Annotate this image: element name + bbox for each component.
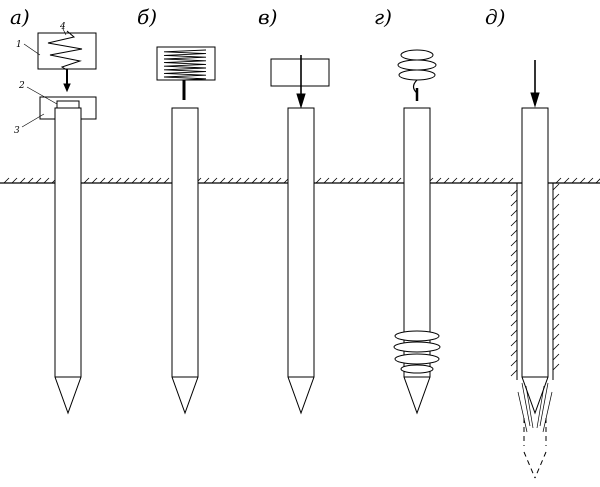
panel-v: [270, 55, 330, 415]
panel-label-g: г): [374, 5, 392, 29]
spring-zigzag: [47, 30, 83, 71]
dense-spring: [163, 49, 207, 81]
part-number-4: 4: [59, 22, 66, 32]
pile-d: [521, 107, 549, 415]
dashed-tip-extension: [523, 418, 547, 479]
cap-socket: [56, 100, 80, 109]
leader-4: [62, 28, 67, 36]
panel-label-a: а): [10, 5, 30, 29]
borehole-hatching: [510, 183, 560, 377]
panel-b: [156, 46, 216, 415]
leader-2: [26, 86, 58, 105]
helix-blades: [393, 330, 441, 374]
panel-label-v: в): [258, 5, 277, 29]
part-number-1: 1: [16, 40, 22, 50]
helix-top: [397, 49, 437, 81]
pile-v: [287, 107, 315, 415]
panel-a: 1 2 3 4: [14, 22, 97, 415]
force-arrowhead: [530, 92, 540, 108]
panel-label-d: д): [485, 5, 505, 29]
leader-1: [23, 43, 41, 56]
leader-3: [21, 113, 45, 128]
part-number-2: 2: [18, 81, 25, 91]
panel-g: [393, 49, 441, 415]
pile-a: [54, 107, 82, 415]
press-housing: [270, 58, 330, 87]
jet-streams: [517, 382, 553, 433]
rod-arrowhead: [63, 83, 71, 93]
panel-d: [510, 60, 560, 479]
panel-label-b: б): [137, 5, 157, 29]
press-arrowhead: [296, 93, 306, 109]
part-number-3: 3: [14, 126, 20, 136]
pile-b: [171, 107, 199, 415]
